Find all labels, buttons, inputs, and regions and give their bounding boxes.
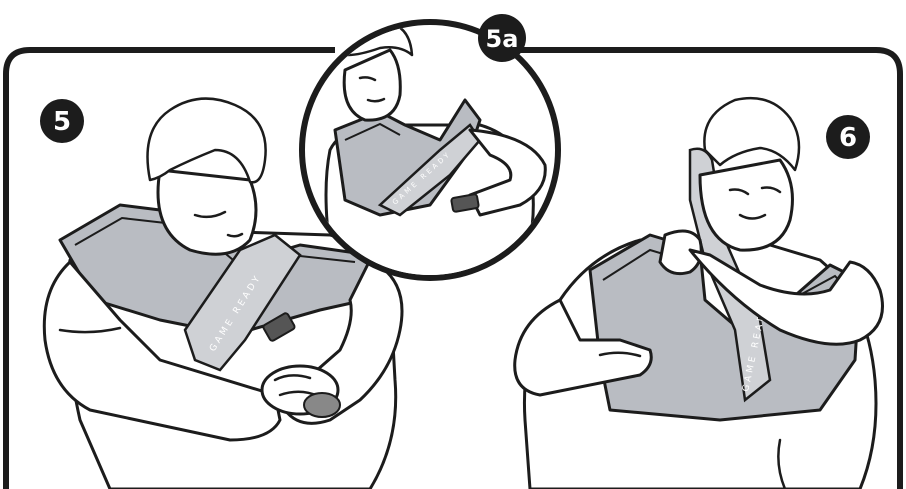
pump-bulb-icon [304,393,340,417]
step-5a-label: 5a [486,25,519,53]
step-6-badge: 6 [826,115,870,159]
step-5a-inset: GAME READY [302,22,558,280]
step-6-figure: GAME READY [515,98,883,489]
step-5-badge: 5 [40,99,84,143]
step-6-label: 6 [839,123,857,153]
step-5-label: 5 [53,107,71,137]
step-5a-badge: 5a [478,14,526,62]
